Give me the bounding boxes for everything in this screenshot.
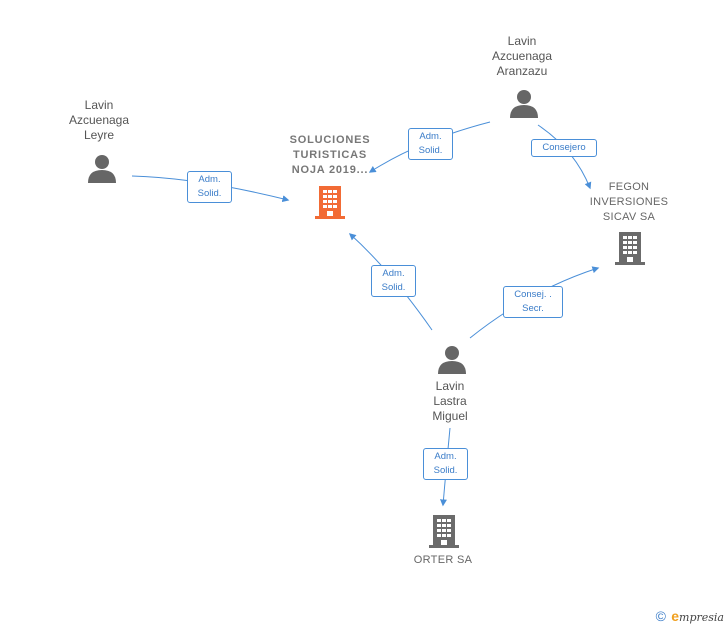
badge-line: Consejero <box>542 142 586 153</box>
badge-line: Consej. . <box>514 289 552 300</box>
badge-line: Secr. <box>522 303 544 314</box>
copyright-icon: © <box>655 608 666 624</box>
badge-line: Adm. <box>198 174 221 185</box>
badge-line: Solid. <box>433 465 458 476</box>
name-line: NOJA 2019... <box>291 164 369 176</box>
name-line: SICAV SA <box>602 211 656 223</box>
name-line: Lavin <box>507 34 537 48</box>
name-line: Lavin <box>435 379 465 393</box>
brand-initial: e <box>671 608 680 624</box>
brand-name: mpresia <box>679 611 724 624</box>
building-icon[interactable] <box>315 184 345 220</box>
edge-label-leyre-soluciones[interactable]: Adm. Solid. <box>187 171 232 203</box>
company-soluciones-name[interactable]: SOLUCIONES TURISTICAS NOJA 2019... <box>265 133 395 178</box>
badge-line: Solid. <box>381 282 406 293</box>
name-line: SOLUCIONES <box>289 134 371 146</box>
badge-line: Adm. <box>419 131 442 142</box>
building-icon[interactable] <box>429 513 459 549</box>
edge-label-miguel-soluciones[interactable]: Adm. Solid. <box>371 265 416 297</box>
badge-line: Solid. <box>197 188 222 199</box>
edge-label-miguel-orter[interactable]: Adm. Solid. <box>423 448 468 480</box>
name-line: Azcuenaga <box>68 113 130 127</box>
edge-label-aranzazu-soluciones[interactable]: Adm. Solid. <box>408 128 453 160</box>
name-line: Aranzazu <box>496 64 548 78</box>
name-line: Miguel <box>432 409 468 423</box>
person-miguel-name[interactable]: Lavin Lastra Miguel <box>390 379 510 424</box>
company-orter-name[interactable]: ORTER SA <box>378 553 508 568</box>
badge-line: Solid. <box>418 145 443 156</box>
person-icon[interactable] <box>508 88 540 120</box>
company-fegon-name[interactable]: FEGON INVERSIONES SICAV SA <box>564 180 694 225</box>
person-leyre-name[interactable]: Lavin Azcuenaga Leyre <box>39 98 159 143</box>
building-icon[interactable] <box>615 230 645 266</box>
person-icon[interactable] <box>86 153 118 185</box>
name-line: Azcuenaga <box>491 49 553 63</box>
badge-line: Adm. <box>434 451 457 462</box>
name-line: Lastra <box>433 394 467 408</box>
name-line: TURISTICAS <box>293 149 367 161</box>
name-line: Lavin <box>84 98 114 112</box>
name-line: ORTER SA <box>413 554 473 566</box>
name-line: FEGON <box>608 181 650 193</box>
empresia-logo: © empresia <box>656 608 724 624</box>
person-aranzazu-name[interactable]: Lavin Azcuenaga Aranzazu <box>462 34 582 79</box>
name-line: Leyre <box>83 128 115 142</box>
edge-label-aranzazu-fegon[interactable]: Consejero <box>531 139 597 157</box>
edge-label-miguel-fegon[interactable]: Consej. . Secr. <box>503 286 563 318</box>
person-icon[interactable] <box>436 344 468 376</box>
name-line: INVERSIONES <box>589 196 669 208</box>
badge-line: Adm. <box>382 268 405 279</box>
